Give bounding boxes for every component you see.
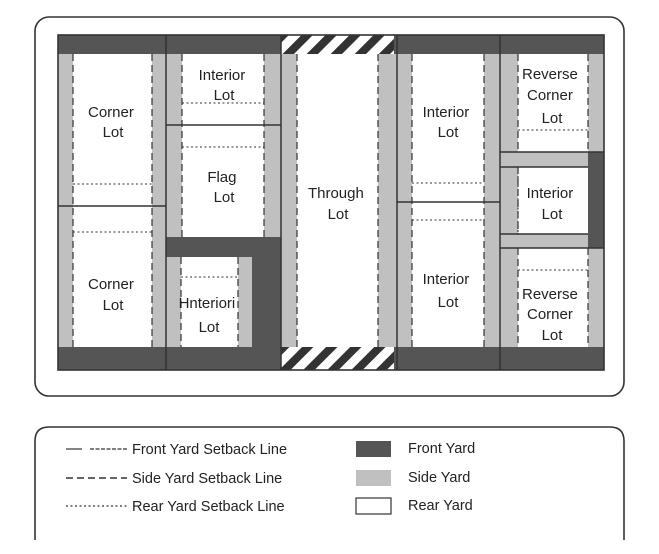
side-setback-legend-label: Side Yard Setback Line <box>132 471 282 487</box>
interior-lot-top-left-label: Interior Lot <box>199 67 250 104</box>
through-lot-label: Through Lot <box>308 185 368 223</box>
interior-lot-top-right-label: Interior Lot <box>423 104 474 141</box>
reverse-corner-lot-top-label: Reverse Corner Lot <box>522 66 582 127</box>
rear-setback-legend-label: Rear Yard Setback Line <box>132 499 285 515</box>
front-yard-swatch <box>356 441 391 457</box>
corner-lot-top-label: Corner Lot <box>88 104 138 141</box>
front-yard-legend-label: Front Yard <box>408 441 475 457</box>
block-outline <box>57 34 605 371</box>
side-yard-legend-label: Side Yard <box>408 470 470 486</box>
side-yard-swatch <box>356 470 391 486</box>
interior-lot-bottom-left-label: Hnteriori Lot <box>179 295 240 336</box>
rear-yard-legend-label: Rear Yard <box>408 498 473 514</box>
through-lot-front-hatch-bottom <box>281 347 394 370</box>
reverse-corner-lot-bottom-label: Reverse Corner Lot <box>522 286 582 344</box>
interior-lot-middle-right-label: Interior Lot <box>527 185 578 223</box>
rear-setback-lines <box>73 102 588 278</box>
legend-frame <box>34 426 625 540</box>
flag-lot-label: Flag Lot <box>207 169 240 206</box>
rear-yard-swatch <box>355 497 392 515</box>
corner-lot-bottom-label: Corner Lot <box>88 276 138 314</box>
interior-lot-bottom-right-label: Interior Lot <box>423 271 474 311</box>
rear-yards <box>73 54 588 347</box>
front-setback-legend-label: Front Yard Setback Line <box>132 442 287 458</box>
lot-lines <box>58 35 604 370</box>
through-lot-front-hatch-top <box>281 35 394 54</box>
front-yards <box>58 35 604 370</box>
